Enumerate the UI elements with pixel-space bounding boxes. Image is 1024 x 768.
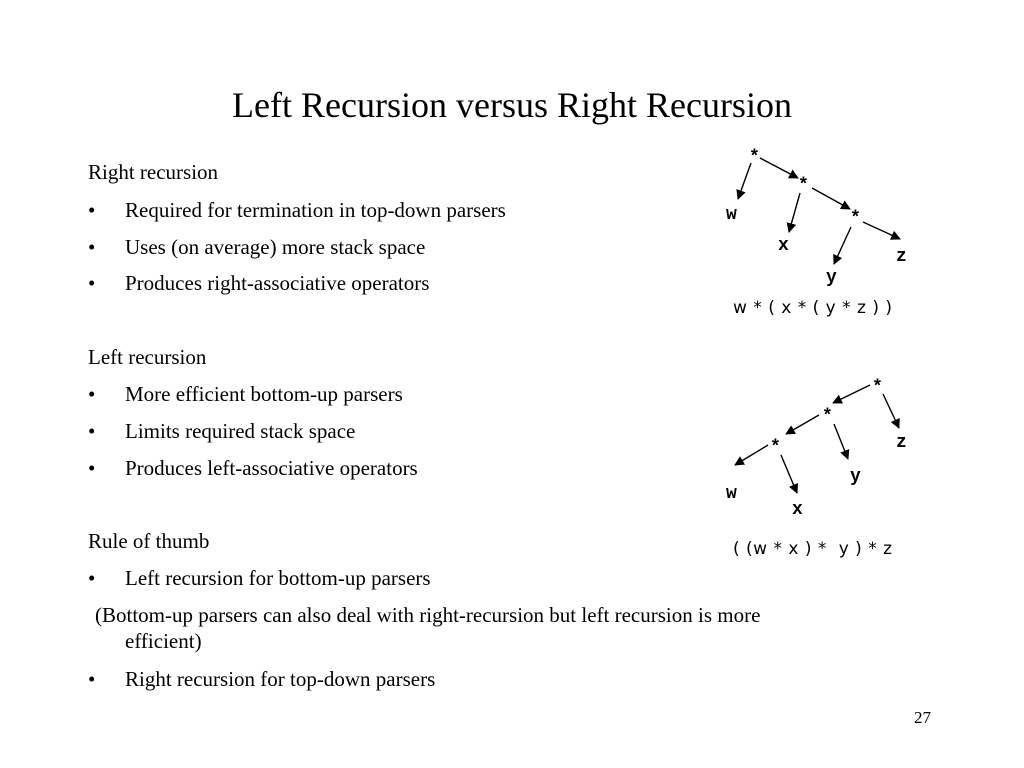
tree-node-op: * xyxy=(770,438,781,458)
tree-edge xyxy=(833,226,852,265)
bullet-symbol: • xyxy=(88,271,96,295)
tree-leaf-y: y xyxy=(826,268,837,288)
left-recursion-bullet-2: Limits required stack space xyxy=(125,419,356,443)
tree-leaf-x: x xyxy=(778,236,789,256)
bullet-symbol: • xyxy=(88,456,96,480)
tree-leaf-y: y xyxy=(850,467,861,487)
rule-of-thumb-note-line-2: efficient) xyxy=(125,629,202,653)
tree-leaf-z: z xyxy=(896,247,907,267)
right-recursion-bullet-3: Produces right-associative operators xyxy=(125,271,430,295)
tree-edge xyxy=(882,393,900,429)
bullet-symbol: • xyxy=(88,198,96,222)
tree-node-op: * xyxy=(749,148,760,168)
tree-edge xyxy=(734,444,769,466)
tree-edge xyxy=(862,221,901,240)
tree-node-op: * xyxy=(872,378,883,398)
tree-leaf-z: z xyxy=(896,433,907,453)
tree-edge xyxy=(811,187,851,210)
tree-edge xyxy=(833,423,850,460)
tree-edge xyxy=(736,162,752,200)
tree-leaf-x: x xyxy=(792,500,803,520)
tree-leaf-w: w xyxy=(726,484,737,504)
bullet-symbol: • xyxy=(88,235,96,259)
tree-edge xyxy=(786,192,801,233)
tree-node-op: * xyxy=(798,176,809,196)
tree-edge xyxy=(785,414,820,435)
tree-edge xyxy=(832,384,871,404)
left-tree-expression: ( (w * x ) * y ) * z xyxy=(733,539,893,559)
rule-of-thumb-note-line-1: (Bottom-up parsers can also deal with ri… xyxy=(95,603,761,627)
right-tree-expression: w * ( x * ( y * z ) ) xyxy=(733,298,893,318)
left-recursion-heading: Left recursion xyxy=(88,345,207,369)
bullet-symbol: • xyxy=(88,566,96,590)
tree-edge xyxy=(780,454,799,494)
tree-node-op: * xyxy=(850,209,861,229)
right-recursion-bullet-2: Uses (on average) more stack space xyxy=(125,235,426,259)
rule-of-thumb-note: (Bottom-up parsers can also deal with ri… xyxy=(88,602,918,654)
tree-node-op: * xyxy=(822,407,833,427)
slide-title: Left Recursion versus Right Recursion xyxy=(232,85,792,125)
tree-edge xyxy=(759,157,799,179)
tree-leaf-w: w xyxy=(726,205,737,225)
rule-of-thumb-bullet-2: Right recursion for top-down parsers xyxy=(125,667,436,691)
bullet-symbol: • xyxy=(88,382,96,406)
rule-of-thumb-bullet-1: Left recursion for bottom-up parsers xyxy=(125,566,431,590)
right-recursion-heading: Right recursion xyxy=(88,160,219,184)
bullet-symbol: • xyxy=(88,667,96,691)
right-recursion-bullet-1: Required for termination in top-down par… xyxy=(125,198,506,222)
left-recursion-bullet-1: More efficient bottom-up parsers xyxy=(125,382,403,406)
left-recursion-parse-tree: * * * w x y z xyxy=(726,378,907,520)
bullet-symbol: • xyxy=(88,419,96,443)
rule-of-thumb-heading: Rule of thumb xyxy=(88,529,210,553)
right-recursion-parse-tree: * * * w x y z xyxy=(726,148,907,288)
page-number: 27 xyxy=(914,708,931,727)
left-recursion-bullet-3: Produces left-associative operators xyxy=(125,456,418,480)
